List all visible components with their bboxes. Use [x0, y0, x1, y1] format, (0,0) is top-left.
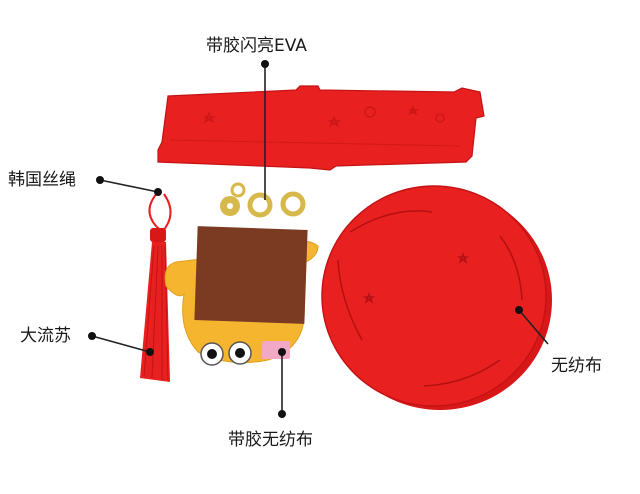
pointer-dots [88, 60, 523, 418]
pink-felt-patch [262, 341, 290, 359]
brown-felt-square [194, 226, 308, 324]
red-tassel [140, 191, 172, 382]
googly-eyes [200, 341, 252, 366]
label-adhesive-nonwoven: 带胶无纺布 [228, 430, 313, 450]
label-nonwoven: 无纺布 [551, 356, 602, 376]
label-korean-cord: 韩国丝绳 [8, 170, 76, 190]
sequin-ring [247, 192, 273, 218]
sequin-ring [230, 182, 246, 198]
label-sequin-eva: 带胶闪亮EVA [206, 36, 307, 56]
red-felt-circles [321, 185, 552, 410]
red-felt-strip [157, 85, 485, 171]
gold-sequin-rings [220, 182, 306, 218]
label-big-tassel: 大流苏 [20, 326, 71, 346]
sequin-ring [280, 191, 306, 217]
pointer-lines [91, 64, 549, 414]
